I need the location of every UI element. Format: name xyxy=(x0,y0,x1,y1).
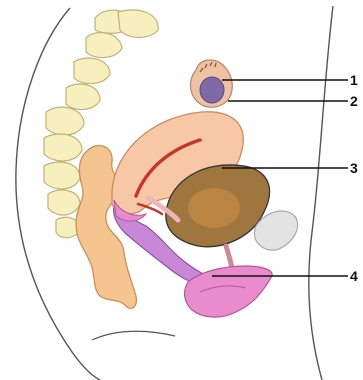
vertebra xyxy=(74,58,110,84)
vertebra xyxy=(118,10,158,37)
callout-number-1: 1 xyxy=(350,72,358,88)
buttock-outline xyxy=(92,331,175,340)
vertebra xyxy=(86,33,122,58)
vertebra xyxy=(44,134,82,161)
vertebra xyxy=(48,190,80,215)
front-outline xyxy=(309,6,333,380)
callout-number-2: 2 xyxy=(350,93,358,109)
callout-number-4: 4 xyxy=(350,268,358,284)
bladder-highlight xyxy=(188,188,240,228)
vertebra xyxy=(44,162,80,189)
callout-number-3: 3 xyxy=(350,160,358,176)
vertebra xyxy=(66,84,100,110)
ovary xyxy=(200,77,224,103)
vertebra xyxy=(46,107,84,135)
